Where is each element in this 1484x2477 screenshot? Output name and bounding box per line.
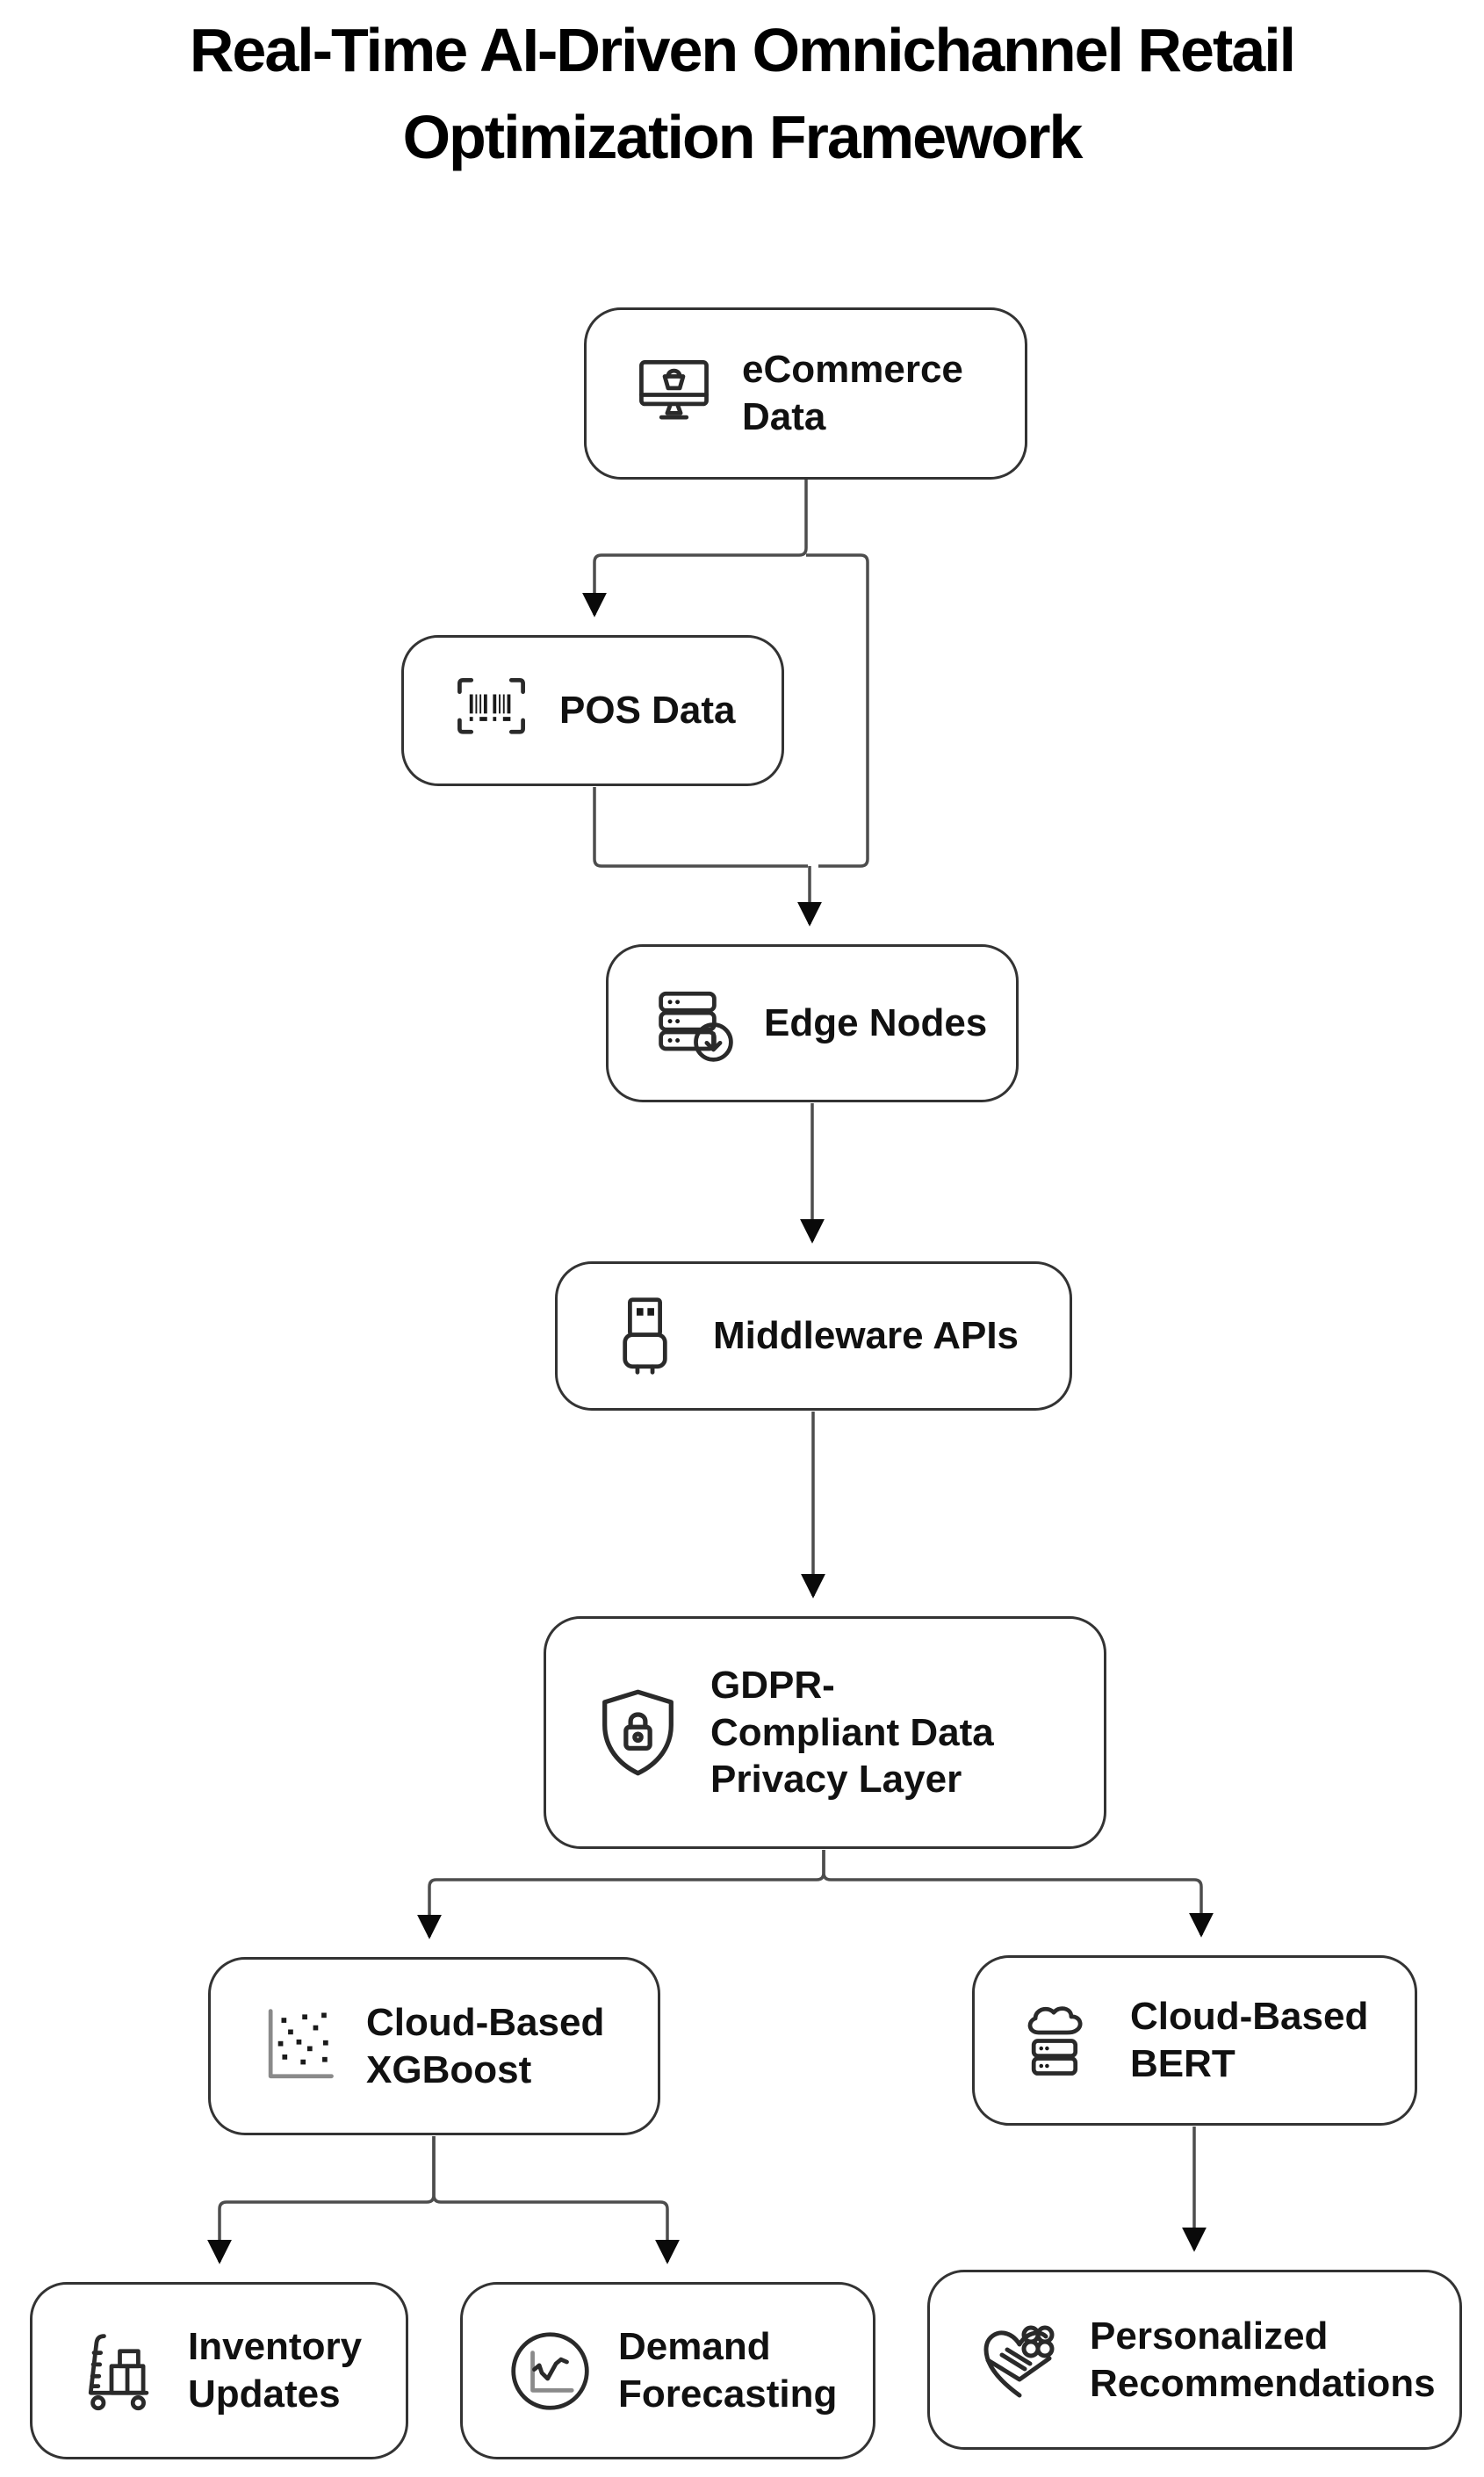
edge-ecommerce-to-pos xyxy=(582,480,808,617)
node-label: Cloud-Based XGBoost xyxy=(366,2000,605,2091)
node-personalized-recommendations: Personalized Recommendations xyxy=(927,2270,1462,2450)
usb-plug-icon xyxy=(623,1296,667,1375)
edge-ecommerce-bypass-right xyxy=(806,553,869,868)
node-cloud-bert: Cloud-Based BERT xyxy=(972,1955,1417,2126)
server-download-icon xyxy=(659,991,733,1062)
node-label: Cloud-Based BERT xyxy=(1130,1995,1369,2085)
node-label: eCommerce Data xyxy=(742,348,963,438)
node-edge-nodes: Edge Nodes xyxy=(606,944,1019,1102)
edge-xgboost-to-inventory xyxy=(207,2136,436,2264)
shield-lock-icon xyxy=(602,1689,674,1776)
barcode-scan-icon xyxy=(457,677,525,734)
node-label: Middleware APIs xyxy=(713,1314,1019,1358)
edge-xgboost-to-demand xyxy=(432,2136,680,2264)
diagram-title-text: Real-Time AI-Driven Omnichannel Retail O… xyxy=(189,16,1296,172)
node-ecommerce-data: eCommerce Data xyxy=(584,307,1027,480)
node-label: POS Data xyxy=(559,689,736,733)
trend-chart-icon xyxy=(511,2331,589,2410)
edge-pos-to-merge xyxy=(593,787,808,868)
node-pos-data: POS Data xyxy=(401,635,784,786)
scatter-plot-icon xyxy=(268,2009,334,2079)
cloud-server-icon xyxy=(1027,2005,1083,2076)
node-label: Demand Forecasting xyxy=(618,2325,838,2416)
diagram-title: Real-Time AI-Driven Omnichannel Retail O… xyxy=(0,7,1484,182)
node-label: Personalized Recommendations xyxy=(1090,2314,1436,2405)
node-inventory-updates: Inventory Updates xyxy=(30,2282,408,2459)
cart-boxes-icon xyxy=(88,2333,149,2410)
node-demand-forecasting: Demand Forecasting xyxy=(460,2282,875,2459)
node-label: GDPR-Compliant Data Privacy Layer xyxy=(710,1663,994,1802)
edge-gdpr-to-xgboost xyxy=(417,1850,825,1939)
node-label: Edge Nodes xyxy=(764,1001,988,1045)
monitor-basket-icon xyxy=(639,359,709,419)
node-middleware-apis: Middleware APIs xyxy=(555,1261,1072,1411)
heart-gift-icon xyxy=(983,2325,1055,2397)
node-label: Inventory Updates xyxy=(188,2325,363,2416)
node-cloud-xgboost: Cloud-Based XGBoost xyxy=(208,1957,660,2135)
edge-gdpr-to-bert xyxy=(822,1850,1214,1938)
node-gdpr-privacy-layer: GDPR-Compliant Data Privacy Layer xyxy=(544,1616,1106,1849)
